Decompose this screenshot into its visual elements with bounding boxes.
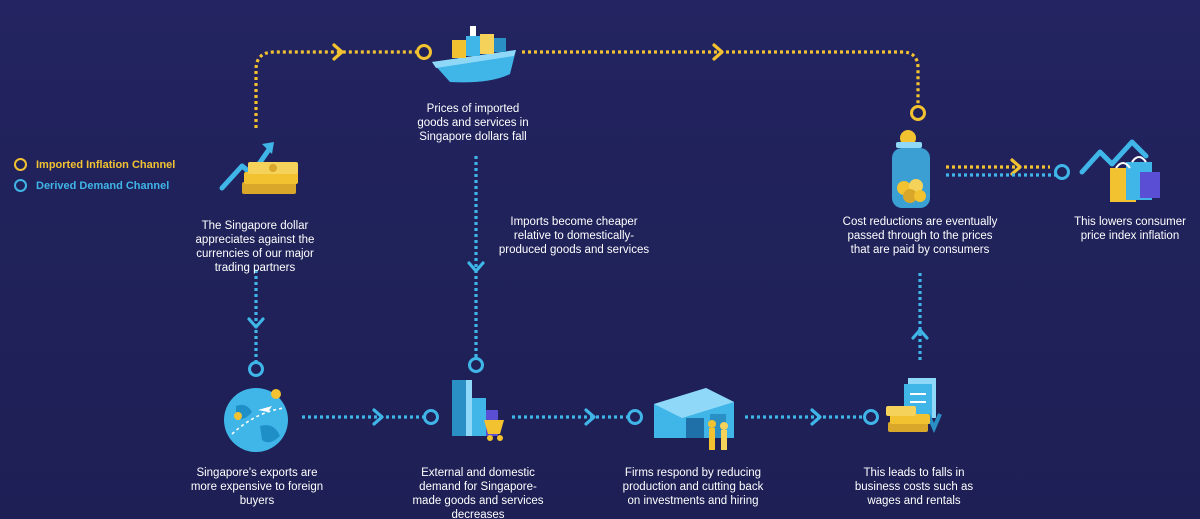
label-lowers-cpi: This lowers consumer price index inflati… [1074, 216, 1186, 242]
derived-channel-path [254, 156, 1056, 419]
node-ring-globe-in [248, 361, 264, 377]
arrow-head-down-1 [247, 317, 265, 329]
label-exports-expensive: Singapore's exports are more expensive t… [190, 467, 324, 507]
path-sgd-to-ship [254, 50, 418, 128]
legend-imported: Imported Inflation Channel [14, 154, 175, 175]
arrow-head-right-3 [810, 408, 822, 426]
legend-imported-label: Imported Inflation Channel [36, 158, 176, 171]
imported-channel-path [254, 50, 1050, 169]
blue-ring-icon [14, 179, 27, 192]
legend-derived: Derived Demand Channel [14, 175, 175, 196]
label-sgd-appreciates: The Singapore dollar appreciates against… [195, 220, 315, 274]
bar-chart-cart-icon [452, 380, 504, 441]
arrow-head-2 [712, 43, 724, 61]
yellow-ring-icon [14, 158, 27, 171]
factory-workers-icon [654, 388, 734, 450]
label-business-costs: This leads to falls in business costs su… [854, 467, 974, 507]
imported-arrowheads [332, 43, 1022, 176]
node-ring-ship-in [416, 44, 432, 60]
coin-jar-icon [892, 130, 930, 208]
node-ring-cpi-in [1054, 164, 1070, 180]
arrow-head-right-1 [372, 408, 384, 426]
container-ship-icon [432, 26, 516, 83]
node-ring-bars-in [423, 409, 439, 425]
label-firms-respond: Firms respond by reducing production and… [622, 467, 764, 507]
arrow-head-right-2 [584, 408, 596, 426]
label-import-prices-fall: Prices of imported goods and services in… [417, 103, 529, 143]
derived-nodes [248, 164, 1070, 425]
path-ship-to-jar [522, 50, 920, 106]
shopping-bags-chart-icon [1079, 139, 1160, 202]
arrow-head-1 [332, 43, 344, 61]
arrow-head-down-2 [467, 261, 485, 273]
rising-arrow-money-icon [219, 142, 298, 194]
label-cost-reductions: Cost reductions are eventually passed th… [842, 216, 998, 256]
legend: Imported Inflation Channel Derived Deman… [14, 154, 175, 196]
legend-derived-label: Derived Demand Channel [36, 179, 170, 192]
imported-nodes [416, 44, 926, 121]
node-ring-costs-in [863, 409, 879, 425]
documents-money-icon [886, 378, 942, 434]
globe-plane-icon [224, 388, 288, 452]
node-ring-bars-top [468, 357, 484, 373]
arrow-head-up-1 [911, 328, 929, 340]
derived-arrowheads [247, 261, 929, 426]
node-ring-jar-in [910, 105, 926, 121]
arrow-head-3 [1010, 158, 1022, 176]
label-imports-cheaper: Imports become cheaper relative to domes… [498, 216, 650, 256]
node-ring-factory-in [627, 409, 643, 425]
label-demand-decreases: External and domestic demand for Singapo… [412, 467, 544, 519]
